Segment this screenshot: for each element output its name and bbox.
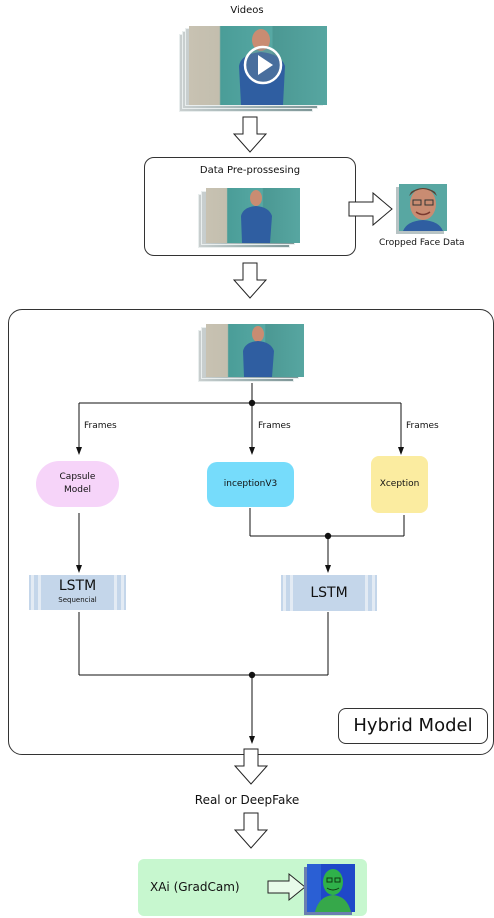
lstm-sequencial-box[interactable]: LSTM Sequencial [29, 575, 126, 610]
down-arrow-icon [233, 812, 269, 849]
preprocessing-label: Data Pre-prossesing [199, 165, 301, 176]
junction-dot-combine [248, 671, 256, 679]
capsule-label-line2: Model [63, 485, 92, 495]
sequencial-label: Sequencial [58, 596, 97, 604]
lstm-label: LSTM [310, 585, 348, 601]
frames-label-capsule: Frames [84, 421, 117, 431]
video-stack [179, 26, 327, 112]
inceptionv3-label: inceptionV3 [223, 479, 278, 489]
frames-label-inception: Frames [258, 421, 291, 431]
lstm-sequencial-label: LSTM [58, 578, 97, 594]
capsule-model-box[interactable]: Capsule Model [36, 461, 119, 507]
output-label: Real or DeepFake [194, 793, 300, 807]
down-arrow-icon [233, 748, 269, 785]
videos-label: Videos [230, 5, 264, 16]
xception-label: Xception [379, 479, 420, 489]
hybrid-model-label-box: Hybrid Model [338, 708, 488, 744]
inceptionv3-box[interactable]: inceptionV3 [207, 462, 294, 507]
junction-dot-split [248, 399, 256, 407]
preprocessing-thumbnail [198, 188, 300, 248]
person-figure [239, 29, 285, 105]
frames-thumbnail [198, 324, 304, 382]
cropped-face-image [399, 184, 447, 231]
lstm-box[interactable]: LSTM [281, 575, 377, 611]
capsule-label-line1: Capsule [59, 472, 96, 482]
gradcam-heatmap-image [307, 864, 355, 912]
right-arrow-icon [348, 191, 393, 227]
cropped-face-label: Cropped Face Data [379, 238, 465, 248]
play-icon[interactable] [242, 44, 284, 86]
down-arrow-icon [232, 116, 268, 153]
hybrid-model-label: Hybrid Model [353, 715, 473, 736]
junction-dot-merge [324, 532, 332, 540]
xai-gradcam-label: XAi (GradCam) [150, 880, 240, 894]
down-arrow-icon [232, 262, 268, 299]
xception-box[interactable]: Xception [371, 456, 428, 513]
frames-label-xception: Frames [406, 421, 439, 431]
right-arrow-icon [267, 872, 306, 902]
